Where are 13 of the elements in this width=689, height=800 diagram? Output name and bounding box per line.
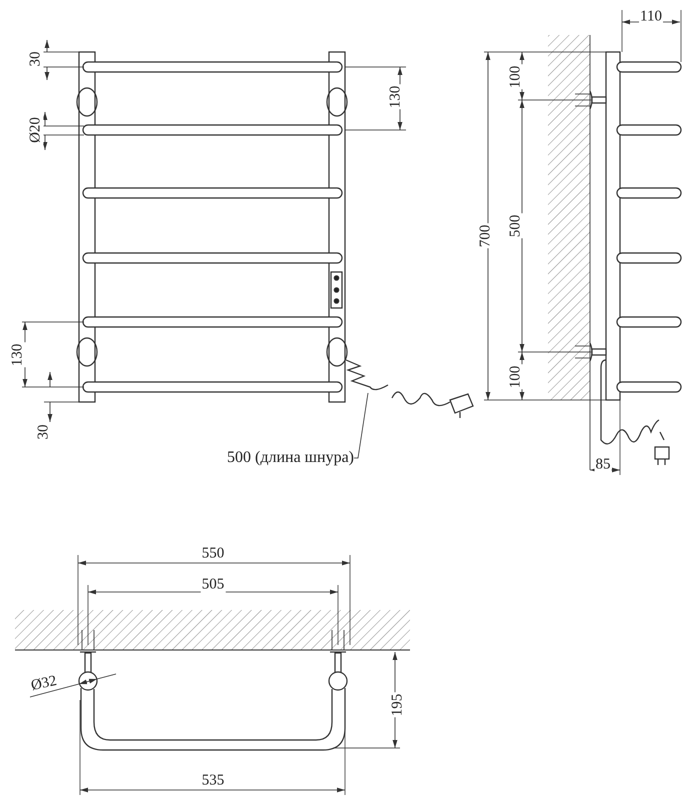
dimension-label: 85: [594, 458, 612, 472]
dimension-label: 100: [508, 64, 524, 90]
callout-text: 500 (длина шнура): [172, 447, 354, 469]
leader-line: [354, 392, 368, 458]
dimension-label: 100: [508, 364, 524, 390]
power-cord: [346, 359, 388, 390]
dimension-label: Ø20: [28, 116, 44, 144]
dimension-label: 500: [508, 214, 524, 238]
dimension-label: 505: [200, 578, 226, 592]
dimension-label: 130: [388, 84, 404, 110]
dimension-label: 130: [10, 342, 26, 368]
dimension-label: 30: [28, 50, 44, 68]
dimension-label: 110: [639, 10, 663, 24]
